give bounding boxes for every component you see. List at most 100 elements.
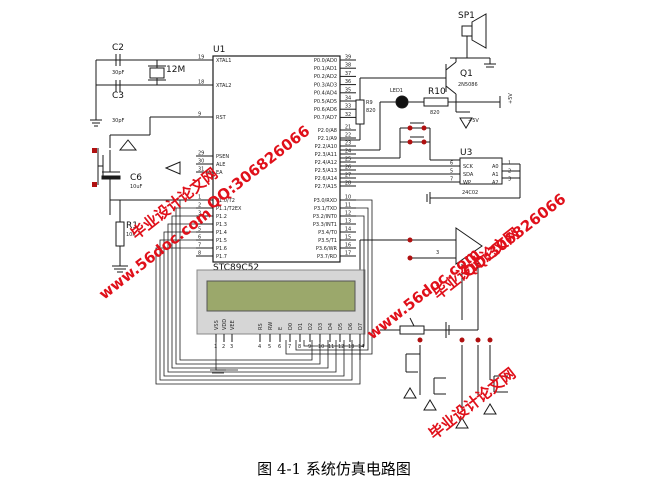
mcu-right-pin-name: P3.2/INT0	[313, 214, 337, 220]
mcu-ref-label: U1	[213, 45, 225, 55]
eeprom-pin-name: SCK	[463, 164, 474, 170]
mcu-left-pin-number: 3	[198, 211, 201, 217]
sensor-arrow-1	[423, 399, 437, 411]
opamp-pin-number: 3	[436, 250, 439, 256]
mcu-left-pin-name: XTAL2	[216, 83, 231, 89]
sensor-node-1	[407, 255, 413, 261]
mcu-left-pin-number: 4	[198, 219, 201, 225]
oscillator-circuit	[90, 54, 213, 127]
mcu-left-pin-name: P1.6	[216, 246, 227, 252]
switch-node-4	[487, 337, 493, 343]
mcu-left-pin-number: 19	[198, 55, 204, 61]
lcd-pin-name: D7	[358, 323, 364, 330]
q1-ref: Q1	[460, 69, 473, 79]
c3-value: 30pF	[112, 118, 125, 124]
mcu-right-pin-name: P2.6/A14	[315, 176, 337, 182]
figure-caption: 图 4-1 系统仿真电路图	[257, 460, 411, 478]
mcu-right-pin-number: 27	[345, 173, 351, 179]
eeprom-address-pin-name: A2	[492, 180, 499, 186]
speaker-cone	[471, 13, 487, 49]
mcu-right-pin-number: 16	[345, 243, 351, 249]
mcu-right-pin-name: P0.4/AD4	[314, 91, 337, 97]
mcu-right-pin-number: 17	[345, 251, 351, 257]
mcu-right-pin-name: P3.0/RXD	[314, 198, 338, 204]
mcu-right-pin-name: P0.3/AD3	[314, 82, 337, 88]
mcu-right-pin-number: 34	[345, 96, 351, 102]
lcd-pin-name: D0	[288, 323, 294, 330]
mcu-left-pin-number: 30	[198, 159, 204, 165]
r1-ref: R1	[126, 221, 138, 231]
watermark-site-cn-2: 毕业设计论文网	[429, 224, 523, 303]
mcu-right-pin-name: P3.1/TXD	[314, 206, 337, 212]
lcd-bus-wires	[155, 199, 373, 385]
vcc-label-q1: +5V	[468, 118, 479, 124]
opamp-triangle	[455, 227, 483, 265]
lcd-pin-number: 14	[358, 344, 364, 350]
mcu-right-pin-name: P2.4/A12	[315, 160, 337, 166]
lcd-pin-name: VSS	[214, 320, 220, 330]
c3-ref: C3	[112, 91, 124, 101]
eeprom-pin-name: WP	[463, 180, 471, 186]
lcd-pin-name: D3	[318, 323, 324, 330]
c6-ref: C6	[130, 173, 142, 183]
eeprom-pin-name: SDA	[463, 172, 474, 178]
lcd-pin-name: D6	[348, 323, 354, 330]
mcu-left-pin-name: P1.1/T2EX	[216, 206, 242, 212]
mcu-left-pin-name: RST	[216, 115, 227, 121]
lcd-pin-name: RW	[268, 322, 274, 330]
r1-body	[115, 221, 125, 247]
vcc-arrow-q1	[459, 117, 473, 129]
mcu-right-pin-number: 24	[345, 149, 351, 155]
mcu-right-pin-number: 35	[345, 87, 351, 93]
mcu-left-pin-name: ALE	[216, 162, 225, 168]
q1-part: 2N5086	[458, 82, 478, 88]
mcu-part-label: STC89C52	[213, 263, 259, 273]
c6-value: 10uF	[130, 184, 143, 190]
c2-value: 30pF	[112, 70, 125, 76]
mcu-right-pin-name: P3.7/RD	[317, 254, 337, 260]
power-arrow-mcu	[164, 161, 181, 175]
mcu-left-pin-number: 1	[198, 195, 201, 201]
mcu-left-pin-number: 18	[198, 80, 204, 86]
mcu-right-pins: 39P0.0/AD038P0.1/AD137P0.2/AD236P0.3/AD3…	[313, 55, 356, 260]
watermark-site-cn-3: 毕业设计论文网	[425, 364, 519, 443]
mcu-right-pin-name: P2.5/A13	[315, 168, 337, 174]
led-body	[395, 95, 409, 109]
c2-ref: C2	[112, 43, 124, 53]
r10-ref: R10	[428, 87, 446, 97]
speaker-ref: SP1	[458, 11, 475, 21]
reset-button-terminal-top	[92, 148, 97, 153]
lcd-pin-name: VEE	[230, 320, 236, 330]
mcu-right-pin-number: 13	[345, 219, 351, 225]
switch-node-3	[475, 337, 481, 343]
mcu-right-pin-number: 38	[345, 63, 351, 69]
eeprom-body	[459, 157, 503, 185]
eeprom-ref: U3	[460, 148, 472, 158]
lcd-pin-number: 10	[318, 344, 324, 350]
lcd-pin-number: 13	[348, 344, 354, 350]
mcu-left-pin-number: 7	[198, 243, 201, 249]
lcd-pin-number: 11	[328, 344, 334, 350]
mcu-right-pin-number: 10	[345, 195, 351, 201]
lcd-pin-name: D2	[308, 323, 314, 330]
mcu-right-pin-name: P0.7/AD7	[314, 115, 337, 121]
eeprom-pin-number: 6	[450, 161, 453, 167]
mcu-right-pin-name: P0.2/AD2	[314, 74, 337, 80]
lcd-screen	[206, 280, 356, 312]
sensor-arrow-3	[403, 387, 417, 399]
mcu-right-pin-number: 22	[345, 133, 351, 139]
mcu-right-pin-name: P0.5/AD5	[314, 99, 337, 105]
key2-terminal-a	[407, 139, 413, 145]
mcu-right-pin-name: P2.2/A10	[315, 144, 337, 150]
r10-value: 820	[430, 110, 440, 116]
mcu-right-pin-number: 26	[345, 165, 351, 171]
mcu-right-pin-name: P2.3/A11	[315, 152, 337, 158]
lcd-pin-number: 8	[298, 344, 301, 350]
eeprom-address-pin-name: A0	[492, 164, 499, 170]
sensor-arrow-2	[455, 417, 469, 429]
mcu-left-pin-name: XTAL1	[216, 58, 231, 64]
eeprom-part: 24C02	[462, 190, 478, 196]
mcu-right-pin-number: 12	[345, 211, 351, 217]
